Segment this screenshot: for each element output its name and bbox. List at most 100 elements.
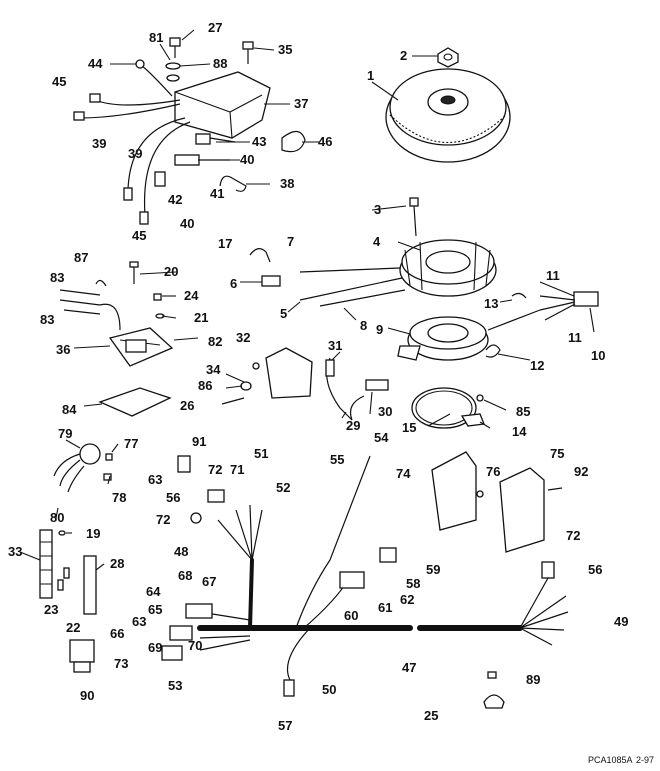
label-14: 14 [512, 424, 527, 439]
label-39a: 39 [92, 136, 106, 151]
bracket-83-87 [59, 279, 121, 331]
label-54: 54 [374, 430, 389, 445]
label-71: 71 [230, 462, 244, 477]
label-77: 77 [124, 436, 138, 451]
flywheel [385, 68, 511, 163]
label-52: 52 [276, 480, 290, 495]
label-56a: 56 [166, 490, 180, 505]
clip-25 [483, 694, 505, 709]
footer-code: PCA1085A [588, 755, 633, 765]
label-91: 91 [192, 434, 206, 449]
power-pack [174, 71, 271, 139]
label-78: 78 [112, 490, 126, 505]
label-34: 34 [206, 362, 221, 377]
label-83b: 83 [40, 312, 54, 327]
label-36: 36 [56, 342, 70, 357]
label-62: 62 [400, 592, 414, 607]
leader-lines [19, 29, 595, 571]
label-72b: 72 [156, 512, 170, 527]
label-49: 49 [614, 614, 628, 629]
label-82: 82 [208, 334, 222, 349]
label-65: 65 [148, 602, 162, 617]
label-13: 13 [484, 296, 498, 311]
label-84: 84 [62, 402, 77, 417]
label-28: 28 [110, 556, 124, 571]
washer-81-88 [165, 62, 181, 82]
label-58: 58 [406, 576, 420, 591]
label-80: 80 [50, 510, 64, 525]
clip-12-13 [485, 292, 527, 358]
label-85: 85 [516, 404, 530, 419]
footer-date: 2-97 [636, 755, 654, 765]
label-50: 50 [322, 682, 336, 697]
stator [399, 239, 497, 297]
label-92: 92 [574, 464, 588, 479]
label-72a: 72 [208, 462, 222, 477]
label-21: 21 [194, 310, 208, 325]
label-45a: 45 [52, 74, 66, 89]
label-6: 6 [230, 276, 237, 291]
screws-20-21-24 [129, 261, 165, 319]
label-24: 24 [184, 288, 199, 303]
label-46: 46 [318, 134, 332, 149]
label-75: 75 [550, 446, 564, 461]
label-68: 68 [178, 568, 192, 583]
label-12: 12 [530, 358, 544, 373]
bracket-74 [431, 451, 477, 531]
strap-46 [281, 130, 306, 153]
bolt-35 [242, 41, 254, 64]
label-22: 22 [66, 620, 80, 635]
washer-86 [221, 381, 252, 405]
label-26: 26 [180, 398, 194, 413]
label-59: 59 [426, 562, 440, 577]
label-37: 37 [294, 96, 308, 111]
label-40b: 40 [180, 216, 194, 231]
label-61: 61 [378, 600, 392, 615]
label-73: 73 [114, 656, 128, 671]
flywheel-nut [437, 47, 459, 68]
label-32: 32 [236, 330, 250, 345]
label-90: 90 [80, 688, 94, 703]
label-30: 30 [378, 404, 392, 419]
rectifier [108, 327, 174, 367]
label-57: 57 [278, 718, 292, 733]
bolt-27 [169, 37, 181, 58]
label-40a: 40 [240, 152, 254, 167]
plug-wire-29-31 [325, 357, 389, 421]
stator-wires [249, 248, 406, 307]
label-69: 69 [148, 640, 162, 655]
label-25: 25 [424, 708, 438, 723]
label-31: 31 [328, 338, 342, 353]
label-23: 23 [44, 602, 58, 617]
label-4: 4 [373, 234, 381, 249]
label-38: 38 [280, 176, 294, 191]
label-76: 76 [486, 464, 500, 479]
label-67: 67 [202, 574, 216, 589]
label-74: 74 [396, 466, 411, 481]
label-47: 47 [402, 660, 416, 675]
label-51: 51 [254, 446, 268, 461]
label-88: 88 [213, 56, 227, 71]
label-64: 64 [146, 584, 161, 599]
label-83a: 83 [50, 270, 64, 285]
label-35: 35 [278, 42, 292, 57]
label-53: 53 [168, 678, 182, 693]
label-44: 44 [88, 56, 103, 71]
label-42: 42 [168, 192, 182, 207]
label-86: 86 [198, 378, 212, 393]
label-19: 19 [86, 526, 100, 541]
label-43: 43 [252, 134, 266, 149]
label-63b: 63 [132, 614, 146, 629]
terminal-79-80 [53, 443, 101, 493]
label-2: 2 [400, 48, 407, 63]
label-48: 48 [174, 544, 188, 559]
clamp-14-85 [460, 394, 485, 427]
label-87: 87 [74, 250, 88, 265]
label-66: 66 [110, 626, 124, 641]
label-45b: 45 [132, 228, 146, 243]
wiring-harness [161, 455, 569, 697]
gasket-84 [98, 387, 172, 417]
label-89: 89 [526, 672, 540, 687]
label-11a: 11 [546, 268, 560, 283]
